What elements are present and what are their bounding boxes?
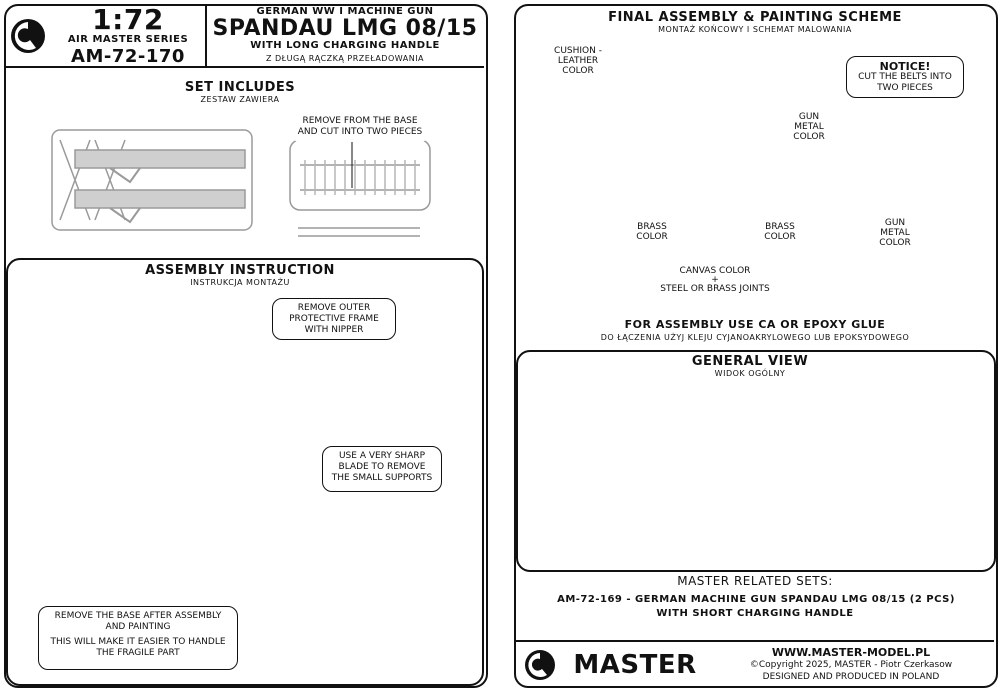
brass-color-right: BRASS COLOR (764, 222, 796, 242)
glue-instruction: For assembly use CA or EPOXY glue (624, 318, 886, 331)
header-divider (205, 6, 207, 66)
assembly-title: Assembly instruction (145, 263, 335, 278)
product-title-pl: z długą rączką przeładowania (265, 54, 425, 63)
remove-frame-note: REMOVE OUTER PROTECTIVE FRAME WITH NIPPE… (272, 298, 396, 340)
series-label: AIR MASTER SERIES (67, 34, 189, 45)
remove-base-note-line1: Remove the base after assembly and paint… (54, 611, 222, 632)
product-title: Spandau LMG 08/15 (212, 16, 478, 41)
related-set-line1: AM-72-169 - German machine gun Spandau L… (557, 594, 955, 605)
assembly-title-pl: instrukcja montażu (190, 278, 290, 287)
ammo-belt-tray-icon (289, 139, 431, 237)
general-view-frame (516, 350, 996, 572)
general-view-title: General view (691, 354, 809, 369)
scale-label: 1:72 (92, 3, 164, 36)
footer-made-in: DESIGNED AND PRODUCED IN POLAND (762, 672, 940, 682)
product-title-line2: with LONG charging handle (250, 40, 440, 51)
final-assembly-title: Final assembly & painting scheme (608, 10, 902, 25)
general-view-title-pl: widok ogólny (714, 369, 786, 378)
header-rule (4, 66, 484, 68)
canvas-color-label: CANVAS COLOR (679, 266, 751, 276)
notice-title: NOTICE! (879, 60, 931, 73)
footer-logo-text: MASTER (573, 650, 697, 680)
printed-gun-frame-icon (51, 129, 253, 231)
brass-color-left: BRASS COLOR (636, 222, 668, 242)
notice-text: CUT THE BELTS INTO TWO PIECES (858, 72, 952, 93)
master-logo-icon (11, 19, 45, 53)
gun-metal-label-barrel: GUN METAL COLOR (879, 218, 911, 248)
plus-label: + (711, 275, 719, 285)
set-includes-title-pl: Zestaw zawiera (200, 95, 280, 104)
remove-from-base-note: REMOVE FROM THE BASE AND CUT INTO TWO PI… (290, 112, 430, 142)
glue-instruction-pl: Do łączenia użyj kleju cyjanoakrylowego … (600, 333, 910, 342)
product-code: AM-72-170 (71, 46, 185, 67)
master-brand-icon (525, 650, 555, 680)
remove-base-note-line2: This will make it easier to handle the f… (50, 637, 226, 658)
notice-box: NOTICE! CUT THE BELTS INTO TWO PIECES (846, 56, 964, 98)
brand-logo (6, 6, 48, 66)
product-subtitle: German WW I machine gun (256, 6, 434, 17)
related-sets-title: MASTER related sets: (677, 574, 833, 588)
right-page-frame (514, 4, 998, 688)
remove-base-note: Remove the base after assembly and paint… (38, 606, 238, 670)
sharp-blade-note: USE A VERY SHARP BLADE TO REMOVE THE SMA… (322, 446, 442, 492)
footer-logo: MASTER (522, 646, 712, 684)
footer-url[interactable]: WWW.MASTER-MODEL.PL (771, 646, 931, 659)
footer-rule (514, 640, 994, 642)
cushion-label: CUSHION - LEATHER COLOR (554, 46, 602, 76)
set-includes-title: Set includes (184, 80, 296, 95)
gun-metal-label-top: GUN METAL COLOR (793, 112, 825, 142)
related-set-line2: with SHORT charging handle (656, 608, 854, 619)
final-assembly-title-pl: Montaż końcowy i schemat malowania (658, 25, 852, 34)
joints-label: STEEL OR BRASS JOINTS (660, 284, 770, 294)
footer-copyright: ©Copyright 2025, MASTER - Piotr Czerkaso… (749, 660, 953, 670)
